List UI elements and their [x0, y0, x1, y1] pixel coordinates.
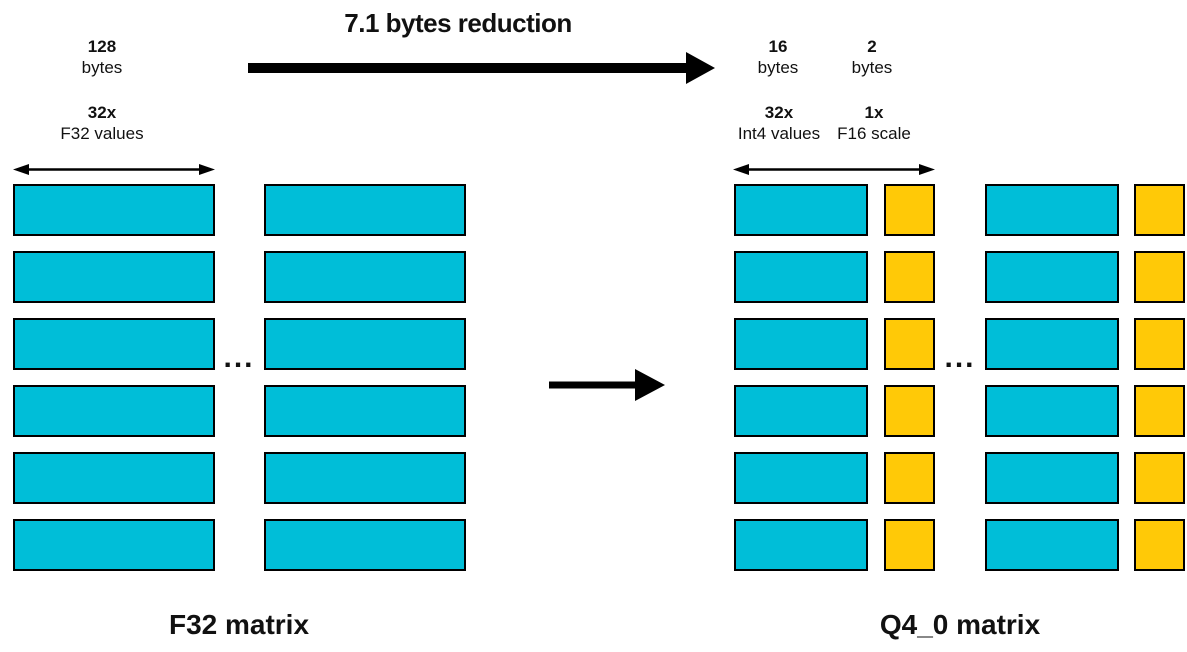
- f32-block: [264, 452, 466, 504]
- q4-width-arrow-icon: [733, 164, 935, 175]
- q4-row: [734, 385, 1185, 437]
- f32-bytes-unit: bytes: [81, 58, 123, 77]
- transform-arrow-icon: [549, 369, 665, 401]
- f32-row: [13, 251, 466, 303]
- f32-count-value: 32x: [87, 103, 117, 122]
- f32-block: [13, 184, 215, 236]
- q4-scale-count-label: 1x F16 scale: [837, 102, 911, 144]
- f32-width-arrow-icon: [13, 164, 215, 175]
- f32-count-label: 32x F32 values: [60, 102, 143, 144]
- q4-data-bytes-label: 16 bytes: [758, 36, 799, 78]
- q4-int4-block: [985, 452, 1119, 504]
- f32-block: [13, 251, 215, 303]
- q4-row: [734, 251, 1185, 303]
- f32-row: [13, 318, 466, 370]
- q4-scale-block: [1134, 452, 1185, 504]
- q4-scale-count-desc: F16 scale: [837, 124, 911, 143]
- f32-matrix: [13, 184, 466, 571]
- q4-int4-block: [985, 519, 1119, 571]
- f32-ellipsis: ...: [223, 341, 255, 374]
- f32-block: [13, 318, 215, 370]
- reduction-title: 7.1 bytes reduction: [344, 8, 572, 38]
- q4-count-label: 32x Int4 values: [738, 102, 820, 144]
- f32-block: [13, 519, 215, 571]
- f32-block: [264, 519, 466, 571]
- f32-matrix-caption: F32 matrix: [168, 609, 310, 640]
- q4-data-bytes-unit: bytes: [757, 58, 799, 77]
- q4-scale-block: [884, 251, 935, 303]
- q4-scale-block: [1134, 318, 1185, 370]
- reduction-arrow-icon: [248, 52, 715, 84]
- q4-count-value: 32x: [764, 103, 794, 122]
- q4-int4-block: [734, 184, 868, 236]
- q4-scale-bytes-label: 2 bytes: [852, 36, 893, 78]
- q4-row: [734, 519, 1185, 571]
- f32-block: [13, 385, 215, 437]
- f32-block: [264, 251, 466, 303]
- f32-row: [13, 385, 466, 437]
- q4-scale-bytes-value: 2: [867, 37, 877, 56]
- f32-block: [264, 385, 466, 437]
- q4-count-desc: Int4 values: [737, 124, 821, 143]
- q4-int4-block: [985, 251, 1119, 303]
- q4-int4-block: [734, 251, 868, 303]
- f32-row: [13, 452, 466, 504]
- q4-int4-block: [985, 385, 1119, 437]
- q4-scale-block: [1134, 251, 1185, 303]
- f32-bytes-value: 128: [87, 37, 117, 56]
- q4-row: [734, 452, 1185, 504]
- q4-int4-block: [734, 318, 868, 370]
- q4-scale-block: [884, 452, 935, 504]
- f32-block: [264, 184, 466, 236]
- q4-row: [734, 318, 1185, 370]
- q4-int4-block: [985, 318, 1119, 370]
- q4-scale-block: [884, 385, 935, 437]
- q4-scale-block: [1134, 184, 1185, 236]
- q4-matrix: [734, 184, 1185, 571]
- q4-scale-block: [1134, 385, 1185, 437]
- q4-row: [734, 184, 1185, 236]
- q4-matrix-caption: Q4_0 matrix: [879, 609, 1041, 640]
- q4-scale-block: [884, 318, 935, 370]
- f32-block: [264, 318, 466, 370]
- q4-data-bytes-value: 16: [768, 37, 788, 56]
- q4-int4-block: [734, 385, 868, 437]
- f32-block: [13, 452, 215, 504]
- q4-scale-block: [884, 184, 935, 236]
- f32-bytes-label: 128 bytes: [82, 36, 123, 78]
- q4-scale-block: [1134, 519, 1185, 571]
- q4-int4-block: [734, 452, 868, 504]
- q4-int4-block: [734, 519, 868, 571]
- f32-row: [13, 519, 466, 571]
- q4-scale-block: [884, 519, 935, 571]
- q4-scale-count-value: 1x: [864, 103, 884, 122]
- q4-int4-block: [985, 184, 1119, 236]
- q4-scale-bytes-unit: bytes: [851, 58, 893, 77]
- f32-count-desc: F32 values: [60, 124, 144, 143]
- f32-row: [13, 184, 466, 236]
- q4-ellipsis: ...: [944, 341, 976, 374]
